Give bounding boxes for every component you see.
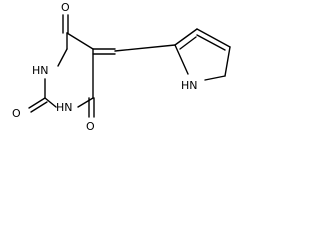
carbonyl-left-bond-2 (30, 101, 48, 113)
oxygen-left-label: O (12, 107, 21, 120)
bond-n3-c4 (57, 48, 68, 67)
pyrrole-bond-n-c2 (174, 44, 189, 75)
nh-upper-label: HN (32, 64, 49, 77)
pyrrole-bond-c3-c4-b (196, 34, 226, 51)
nh-lower-label: HN (56, 101, 73, 114)
bond-c4-c5 (66, 32, 94, 50)
pyrrole-bond-c2-c3-inner (179, 36, 197, 50)
oxygen-top-label: O (61, 1, 70, 14)
nh-pyrrole-label: HN (181, 79, 198, 92)
bond-methylidene-pyrrole (114, 44, 176, 52)
carbonyl-left-bond-1 (28, 97, 46, 109)
bond-c6-n1 (77, 97, 94, 108)
pyrrole-bond-c4-c5 (224, 46, 231, 77)
pyrrole-bond-c2-c3 (174, 28, 198, 46)
bond-n1-c2 (44, 97, 57, 108)
oxygen-bottom-label: O (86, 120, 95, 133)
pyrrole-bond-c5-n (204, 75, 226, 81)
chemical-structure-diagram: O HN O HN O HN (12, 1, 231, 133)
pyrrole-bond-c3-c4-a (196, 28, 231, 48)
